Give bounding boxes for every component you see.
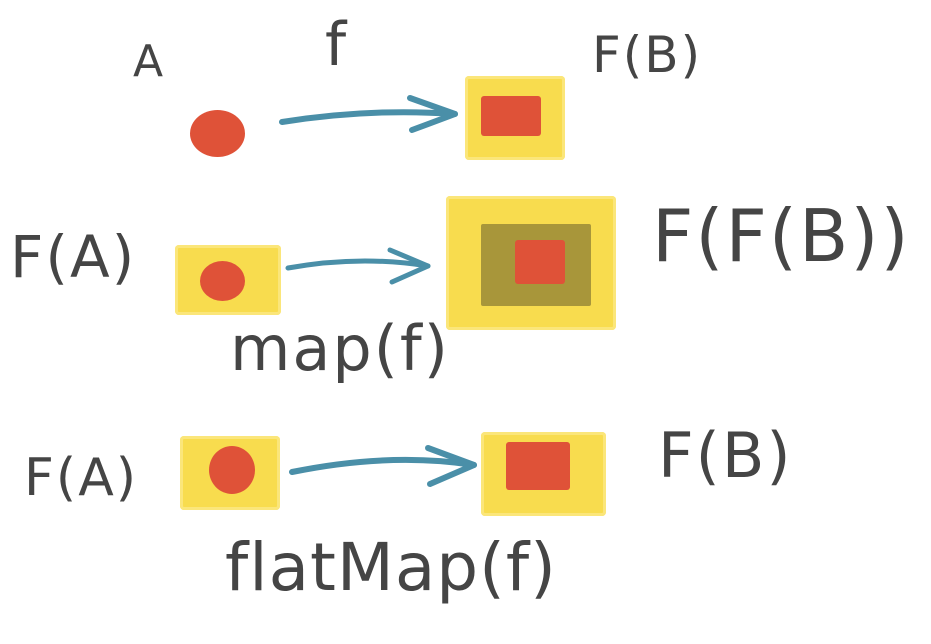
label-fb: F(B) <box>658 419 793 492</box>
label-ffb: F(F(B)) <box>652 194 911 278</box>
label-map: map(f) <box>230 312 450 385</box>
label-fb: F(B) <box>592 26 703 84</box>
value-square <box>481 96 541 136</box>
label-f: f <box>325 10 349 80</box>
value-dot <box>209 446 255 494</box>
label-fa: F(A) <box>24 448 139 508</box>
value-dot <box>190 110 245 157</box>
value-square <box>515 240 565 284</box>
value-square <box>506 442 570 490</box>
label-flatmap: flatMap(f) <box>225 529 557 606</box>
label-a: A <box>133 36 166 87</box>
label-fa: F(A) <box>10 223 137 291</box>
value-dot <box>200 261 245 301</box>
